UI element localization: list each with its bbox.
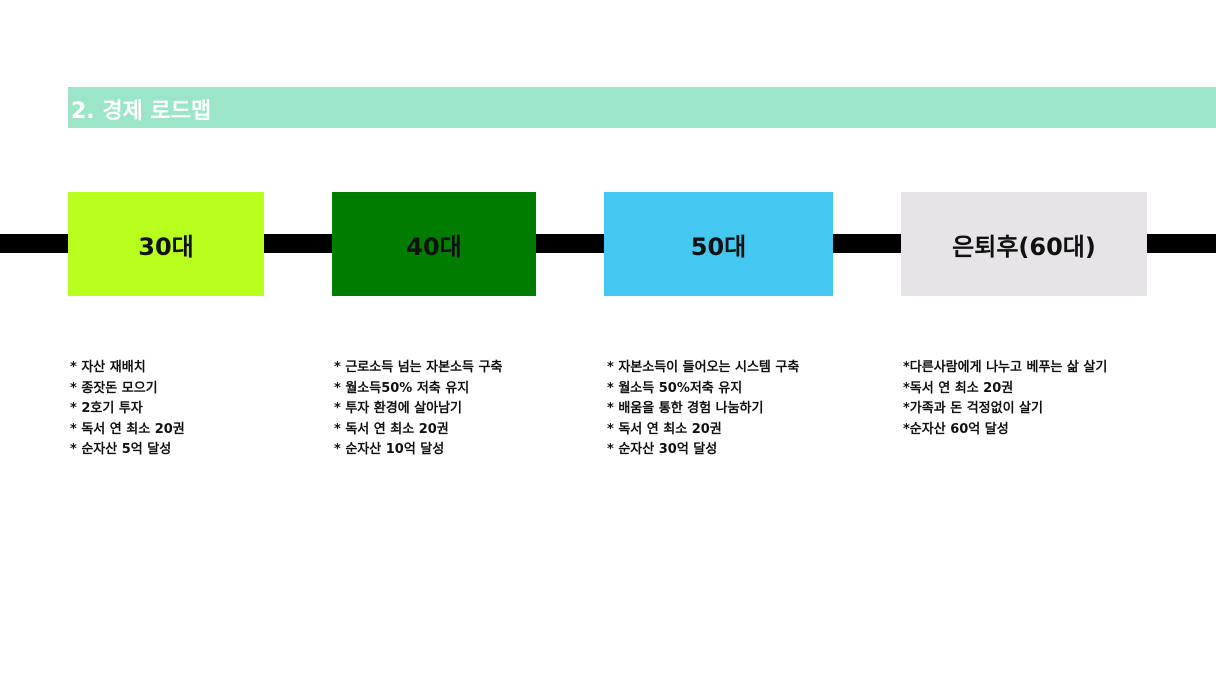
goal-item: *독서 연 최소 20권 — [903, 380, 1014, 396]
goal-item: * 월소득50% 저축 유지 — [334, 380, 470, 396]
goal-item: *다른사람에게 나누고 베푸는 삶 살기 — [903, 360, 1108, 375]
goal-item: * 투자 환경에 살아남기 — [334, 401, 463, 417]
goal-item: * 2호기 투자 — [70, 401, 143, 417]
stage-box-50s: 50대 — [604, 192, 833, 296]
goal-item: * 자산 재배치 — [70, 360, 146, 375]
goal-item: * 독서 연 최소 20권 — [334, 421, 449, 437]
goal-item: * 순자산 10억 달성 — [334, 442, 445, 458]
goal-item: * 자본소득이 들어오는 시스템 구축 — [607, 360, 800, 375]
goal-item: *가족과 돈 걱정없이 살기 — [903, 401, 1043, 417]
stage-label: 30대 — [138, 232, 194, 261]
goal-item: * 근로소득 넘는 자본소득 구축 — [334, 360, 503, 375]
stage-box-40s: 40대 — [332, 192, 536, 296]
goal-list-50s: * 자본소득이 들어오는 시스템 구축 * 월소득 50%저축 유지 * 배움을… — [607, 358, 799, 461]
goal-item: * 월소득 50%저축 유지 — [607, 380, 743, 396]
page-title: 2. 경제 로드맵 — [71, 99, 212, 124]
goal-list-30s: * 자산 재배치 * 종잣돈 모으기 * 2호기 투자 * 독서 연 최소 20… — [70, 358, 185, 461]
goal-item: * 배움을 통한 경험 나눔하기 — [607, 401, 764, 417]
goal-item: * 독서 연 최소 20권 — [70, 421, 185, 437]
goal-item: * 독서 연 최소 20권 — [607, 421, 722, 437]
goal-item: *순자산 60억 달성 — [903, 421, 1009, 437]
goal-list-retirement: *다른사람에게 나누고 베푸는 삶 살기 *독서 연 최소 20권 *가족과 돈… — [903, 358, 1107, 440]
title-banner: 2. 경제 로드맵 — [68, 87, 1216, 128]
stage-box-retirement: 은퇴후(60대) — [901, 192, 1147, 296]
stage-label: 은퇴후(60대) — [952, 232, 1096, 261]
goal-item: * 순자산 5억 달성 — [70, 442, 172, 458]
goal-item: * 종잣돈 모으기 — [70, 380, 158, 396]
stage-box-30s: 30대 — [68, 192, 264, 296]
goal-list-40s: * 근로소득 넘는 자본소득 구축 * 월소득50% 저축 유지 * 투자 환경… — [334, 358, 502, 461]
goal-item: * 순자산 30억 달성 — [607, 442, 718, 458]
stage-label: 40대 — [406, 232, 462, 261]
stage-label: 50대 — [690, 232, 747, 261]
